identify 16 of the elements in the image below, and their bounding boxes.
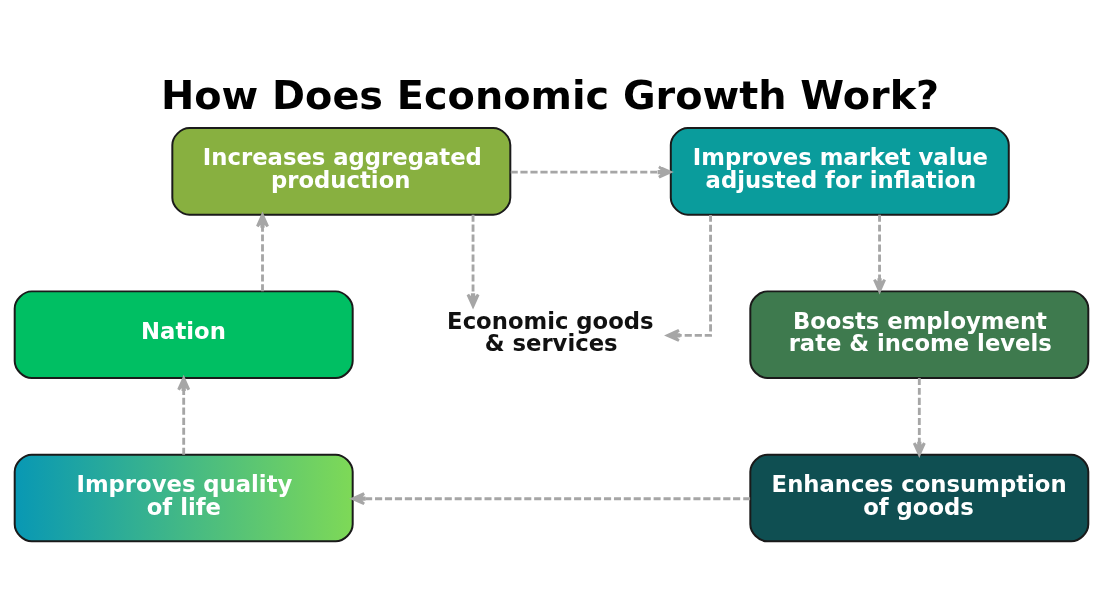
arrow	[255, 213, 270, 291]
arrow	[351, 491, 751, 505]
arrow	[912, 377, 926, 456]
arrow	[666, 214, 712, 342]
node-box: Improves market value adjusted for inflation	[669, 126, 1010, 216]
node-text: Economic goods & services	[447, 307, 654, 356]
arrow	[177, 376, 191, 455]
node-box: Boosts employment rate & income levels	[749, 289, 1090, 379]
node-box: Improves quality of life	[13, 453, 354, 542]
node-box: Increases aggregated production	[171, 126, 512, 216]
node-box: Enhances consumption of goods	[749, 453, 1090, 542]
node-box: Nation	[13, 289, 354, 379]
diagram-title: How Does Economic Growth Work?	[160, 71, 940, 118]
arrow	[873, 214, 887, 293]
arrow	[510, 165, 672, 179]
arrow	[466, 214, 480, 307]
